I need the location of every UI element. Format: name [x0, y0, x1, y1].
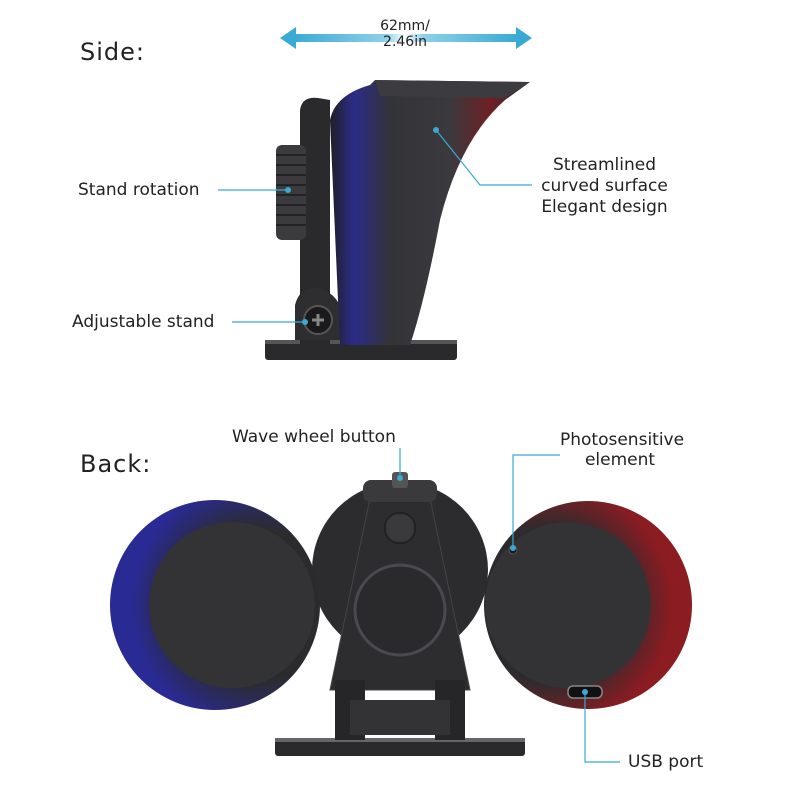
adjustable-stand-label: Adjustable stand	[72, 312, 215, 332]
usb-dot	[582, 689, 588, 695]
usb-port-label: USB port	[628, 752, 704, 772]
dimension-in: 2.46in	[383, 34, 427, 50]
back-heading: Back:	[80, 450, 152, 478]
photosensitive-line-1: Photosensitive	[560, 430, 685, 450]
wave-wheel-dot	[397, 475, 403, 481]
photosensitive-line-2: element	[584, 450, 656, 470]
surface-line-1: Streamlined	[553, 155, 656, 175]
callout-lines	[218, 129, 620, 763]
wave-wheel-label: Wave wheel button	[232, 427, 396, 447]
surface-line-3: Elegant design	[541, 197, 668, 217]
back-view-device	[110, 472, 692, 756]
surface-line-2: curved surface	[541, 176, 668, 196]
photosensitive-label: Photosensitive element	[560, 430, 685, 470]
side-view-device	[265, 80, 530, 360]
dimension-mm: 62mm/	[380, 18, 430, 34]
stand-rotation-dot	[285, 187, 291, 193]
surface-label: Streamlined curved surface Elegant desig…	[532, 155, 677, 218]
side-heading: Side:	[80, 38, 145, 66]
photosensitive-dot	[510, 545, 516, 551]
surface-dot	[433, 127, 439, 133]
stand-rotation-label: Stand rotation	[78, 180, 200, 200]
dimension-arrow	[280, 27, 532, 49]
adjustable-stand-dot	[302, 319, 308, 325]
dimension-label: 62mm/ 2.46in	[375, 18, 435, 50]
